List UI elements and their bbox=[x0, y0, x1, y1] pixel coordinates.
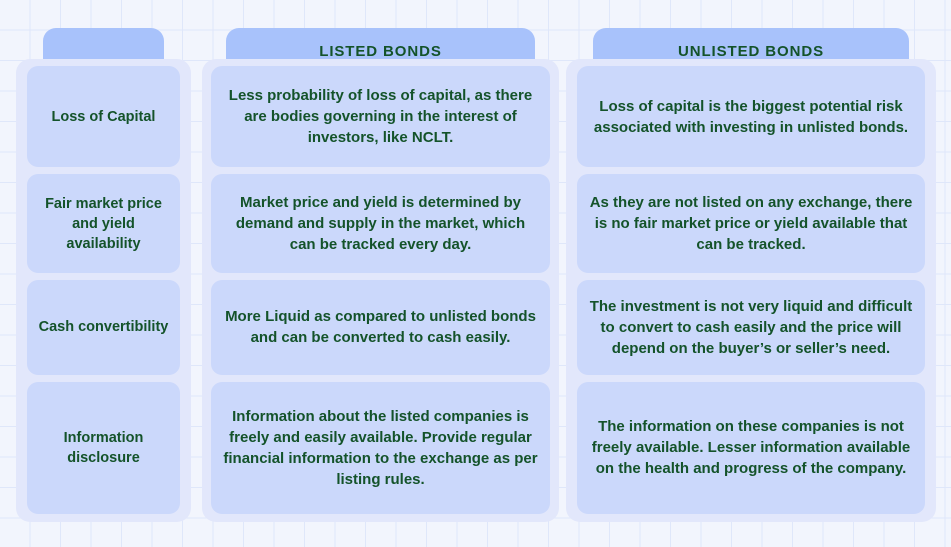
listed-bonds-cell: Information about the listed companies i… bbox=[211, 381, 550, 514]
unlisted-bonds-cell-text: The investment is not very liquid and di… bbox=[589, 297, 913, 357]
listed-bonds-panel: Less probability of loss of capital, as … bbox=[202, 59, 559, 522]
criteria-panel: Loss of Capital Fair market price and yi… bbox=[16, 59, 191, 522]
listed-bonds-cell-text: More Liquid as compared to unlisted bond… bbox=[225, 308, 536, 347]
unlisted-bonds-panel: Loss of capital is the biggest potential… bbox=[566, 59, 936, 522]
listed-bonds-cell: More Liquid as compared to unlisted bond… bbox=[211, 279, 550, 375]
listed-bonds-cell-text: Information about the listed companies i… bbox=[223, 407, 538, 488]
criteria-cell-text: Information disclosure bbox=[63, 429, 144, 466]
unlisted-bonds-cell-text: Loss of capital is the biggest potential… bbox=[593, 97, 909, 136]
criteria-cell-text: Fair market price and yield availability bbox=[45, 195, 162, 252]
unlisted-bonds-cell: The information on these companies is no… bbox=[577, 381, 925, 514]
criteria-cell: Fair market price and yield availability bbox=[27, 174, 180, 273]
criteria-cell-text: Loss of Capital bbox=[51, 108, 156, 125]
listed-bonds-cell-text: Market price and yield is determined by … bbox=[235, 194, 526, 254]
listed-bonds-cell: Market price and yield is determined by … bbox=[211, 174, 550, 273]
unlisted-bonds-cell-text: As they are not listed on any exchange, … bbox=[589, 194, 913, 254]
column-listed-bonds: LISTED BONDS Less probability of loss of… bbox=[202, 0, 559, 547]
unlisted-bonds-cell: As they are not listed on any exchange, … bbox=[577, 174, 925, 273]
unlisted-bonds-cell-text: The information on these companies is no… bbox=[591, 418, 911, 478]
unlisted-bonds-cell: The investment is not very liquid and di… bbox=[577, 279, 925, 375]
column-unlisted-bonds: UNLISTED BONDS Loss of capital is the bi… bbox=[566, 0, 936, 547]
listed-bonds-cell-text: Less probability of loss of capital, as … bbox=[228, 87, 533, 147]
criteria-cell: Information disclosure bbox=[27, 381, 180, 514]
criteria-cell: Loss of Capital bbox=[27, 66, 180, 168]
column-criteria: Loss of Capital Fair market price and yi… bbox=[16, 0, 191, 547]
column-header-unlisted-bonds-label: UNLISTED BONDS bbox=[678, 42, 824, 60]
column-header-listed-bonds-label: LISTED BONDS bbox=[319, 42, 442, 60]
criteria-cell: Cash convertibility bbox=[27, 279, 180, 375]
unlisted-bonds-cell: Loss of capital is the biggest potential… bbox=[577, 66, 925, 168]
criteria-cell-text: Cash convertibility bbox=[38, 319, 169, 336]
listed-bonds-cell: Less probability of loss of capital, as … bbox=[211, 66, 550, 168]
